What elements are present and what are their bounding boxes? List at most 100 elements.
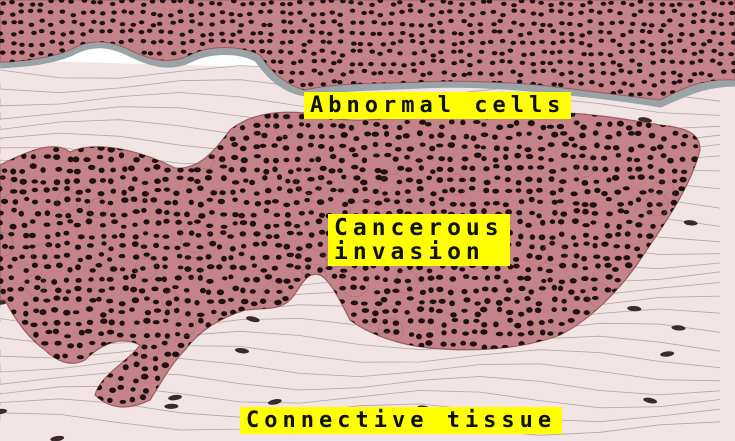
cell-nucleus: [629, 83, 635, 87]
cell-nucleus: [121, 9, 127, 13]
cell-nucleus: [62, 354, 68, 359]
cell-nucleus: [587, 43, 593, 47]
cell-nucleus: [637, 233, 642, 238]
cell-nucleus: [307, 177, 315, 182]
cell-nucleus: [403, 133, 410, 138]
cell-nucleus: [549, 241, 555, 246]
cell-nucleus: [573, 165, 580, 170]
cell-nucleus: [484, 298, 490, 304]
cell-nucleus: [87, 243, 94, 248]
cell-nucleus: [463, 274, 469, 279]
cell-nucleus: [568, 50, 574, 54]
cell-nucleus: [89, 341, 95, 345]
cell-nucleus: [693, 144, 698, 148]
cell-nucleus: [97, 155, 104, 159]
cell-nucleus: [550, 190, 557, 195]
cell-nucleus: [623, 186, 630, 190]
cell-nucleus: [447, 9, 453, 13]
cell-nucleus: [567, 60, 573, 64]
cell-nucleus: [381, 42, 387, 46]
cell-nucleus: [337, 23, 343, 27]
cell-nucleus: [650, 61, 656, 65]
cell-nucleus: [607, 121, 612, 127]
cell-nucleus: [107, 398, 113, 403]
cell-nucleus: [180, 33, 186, 37]
cell-nucleus: [281, 19, 287, 23]
cell-nucleus: [637, 69, 643, 73]
cell-nucleus: [536, 213, 541, 218]
cell-nucleus: [351, 42, 357, 46]
cell-nucleus: [452, 318, 459, 322]
cell-nucleus: [319, 134, 325, 139]
cell-nucleus: [580, 3, 586, 7]
cell-nucleus: [552, 200, 558, 205]
cell-nucleus: [599, 22, 605, 26]
cell-nucleus: [518, 73, 524, 77]
cell-nucleus: [283, 203, 290, 208]
cell-nucleus: [67, 343, 74, 348]
cell-nucleus: [119, 254, 126, 258]
cell-nucleus: [597, 10, 603, 14]
cell-nucleus: [38, 3, 44, 7]
cell-nucleus: [77, 343, 83, 349]
cell-nucleus: [111, 189, 117, 194]
cell-nucleus: [134, 361, 140, 367]
cell-nucleus: [263, 169, 269, 175]
cell-nucleus: [240, 220, 247, 225]
cell-nucleus: [419, 198, 425, 203]
cell-nucleus: [111, 10, 117, 14]
cell-nucleus: [154, 308, 161, 312]
cell-nucleus: [409, 33, 415, 37]
cell-nucleus: [261, 2, 267, 6]
cell-nucleus: [189, 230, 195, 235]
cell-nucleus: [277, 174, 282, 180]
cell-nucleus: [607, 9, 613, 13]
cell-nucleus: [679, 60, 685, 64]
cell-nucleus: [359, 21, 365, 25]
cell-nucleus: [77, 355, 84, 359]
cell-nucleus: [57, 221, 63, 225]
cell-nucleus: [449, 120, 455, 125]
cancerous-invasion-text-2: invasion: [334, 240, 504, 264]
cell-nucleus: [469, 13, 475, 17]
cell-nucleus: [650, 224, 655, 229]
cell-nucleus: [284, 158, 290, 163]
cell-nucleus: [277, 186, 282, 191]
cell-nucleus: [100, 223, 106, 227]
cell-nucleus: [552, 210, 557, 216]
cell-nucleus: [480, 41, 486, 45]
cell-nucleus: [550, 29, 556, 33]
cell-nucleus: [2, 21, 8, 25]
cell-nucleus: [627, 70, 633, 74]
cell-nucleus: [560, 40, 566, 44]
cell-nucleus: [672, 9, 678, 13]
cell-nucleus: [331, 19, 337, 23]
cell-nucleus: [629, 93, 635, 97]
cell-nucleus: [120, 267, 125, 271]
cell-nucleus: [672, 169, 678, 174]
cell-nucleus: [589, 80, 595, 84]
cell-nucleus: [601, 242, 608, 247]
cell-nucleus: [528, 165, 534, 169]
cell-nucleus: [78, 258, 83, 262]
cell-nucleus: [573, 243, 579, 248]
cell-nucleus: [30, 323, 37, 328]
cell-nucleus: [467, 53, 473, 57]
cell-nucleus: [619, 69, 625, 73]
cell-nucleus: [559, 31, 565, 35]
cell-nucleus: [98, 331, 104, 336]
cell-nucleus: [42, 254, 47, 259]
cell-nucleus: [250, 289, 256, 294]
cell-nucleus: [635, 166, 642, 171]
cell-nucleus: [302, 19, 308, 23]
cell-nucleus: [0, 289, 6, 294]
cell-nucleus: [120, 175, 126, 179]
cell-nucleus: [290, 71, 296, 75]
cell-nucleus: [132, 176, 138, 181]
cell-nucleus: [240, 188, 246, 192]
cell-nucleus: [431, 29, 437, 33]
cell-nucleus: [420, 143, 426, 147]
cell-nucleus: [439, 30, 445, 34]
cell-nucleus: [296, 246, 303, 251]
cell-nucleus: [18, 287, 24, 292]
